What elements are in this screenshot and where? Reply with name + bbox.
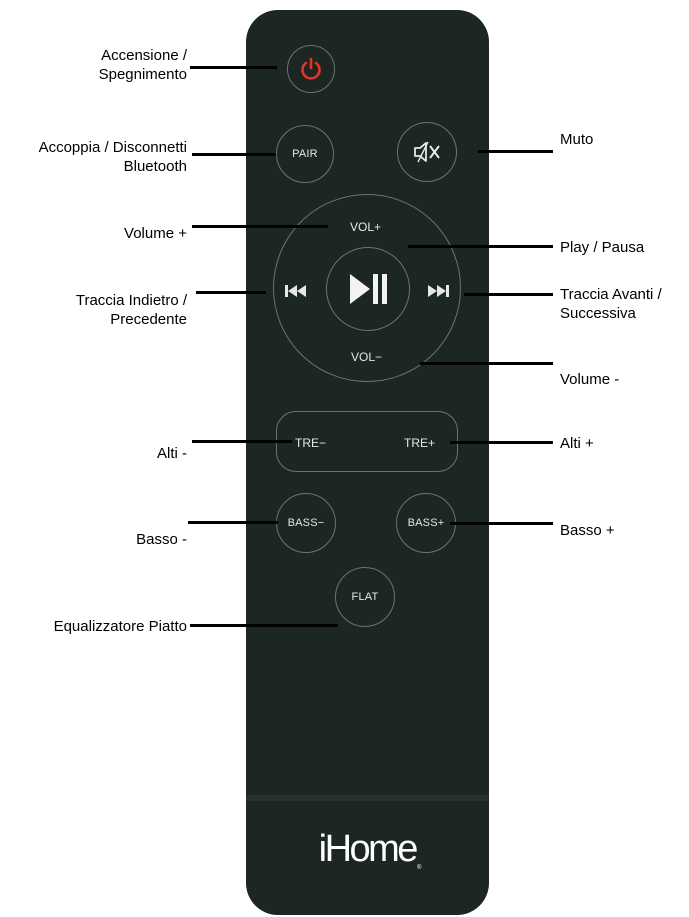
- bass-minus-label: BASS−: [287, 517, 325, 529]
- callout-pair: Accoppia / Disconnetti Bluetooth: [38, 139, 187, 175]
- callout-treble-plus: Alti +: [560, 435, 594, 452]
- vol-plus-button[interactable]: VOL+: [350, 220, 381, 234]
- leader-vol-minus: [420, 362, 553, 365]
- flat-label: FLAT: [351, 591, 379, 603]
- callout-vol-plus: Volume +: [124, 225, 187, 242]
- leader-treble-plus: [450, 441, 553, 444]
- next-track-button[interactable]: [424, 282, 452, 300]
- previous-track-button[interactable]: [282, 282, 310, 300]
- volume-track-ring: [273, 194, 461, 382]
- pair-label: PAIR: [292, 148, 318, 160]
- treble-minus-button[interactable]: TRE−: [295, 436, 326, 450]
- power-button[interactable]: [287, 45, 335, 93]
- treble-minus-label: TRE−: [295, 436, 327, 450]
- leader-treble-minus: [192, 440, 292, 443]
- callout-vol-minus: Volume -: [560, 371, 620, 388]
- bass-plus-button[interactable]: BASS+: [396, 493, 456, 553]
- treble-plus-button[interactable]: TRE+: [404, 436, 435, 450]
- leader-bass-minus: [188, 521, 278, 524]
- previous-track-icon: [285, 285, 306, 297]
- brand-name: iHome: [318, 828, 419, 870]
- leader-next-track: [464, 293, 553, 296]
- leader-prev-track: [196, 291, 266, 294]
- vol-minus-button[interactable]: VOL−: [351, 350, 382, 364]
- pair-button[interactable]: PAIR: [276, 125, 334, 183]
- leader-power: [190, 66, 277, 69]
- mute-icon: [414, 141, 440, 163]
- callout-power: Accensione / Spegnimento: [98, 47, 187, 83]
- play-pause-icon: [350, 274, 387, 304]
- bass-plus-label: BASS+: [407, 517, 445, 529]
- leader-vol-plus: [192, 225, 328, 228]
- callout-play-pause: Play / Pausa: [560, 239, 645, 256]
- treble-plus-label: TRE+: [404, 436, 436, 450]
- remote-divider: [246, 795, 489, 801]
- callout-bass-minus: Basso -: [136, 531, 187, 548]
- leader-pair: [192, 153, 276, 156]
- bass-minus-button[interactable]: BASS−: [276, 493, 336, 553]
- ihome-logo: iHome®: [300, 828, 440, 871]
- leader-flat-eq: [190, 624, 338, 627]
- play-pause-button[interactable]: [326, 247, 410, 331]
- callout-bass-plus: Basso +: [560, 522, 615, 539]
- next-track-icon: [428, 285, 449, 297]
- callout-treble-minus: Alti -: [157, 445, 187, 462]
- vol-minus-label: VOL−: [351, 350, 383, 364]
- callout-prev-track: Traccia Indietro / Precedente: [75, 292, 187, 328]
- mute-button[interactable]: [397, 122, 457, 182]
- leader-mute: [478, 150, 553, 153]
- flat-eq-button[interactable]: FLAT: [335, 567, 395, 627]
- vol-plus-label: VOL+: [350, 220, 382, 234]
- callout-mute: Muto: [560, 131, 594, 148]
- leader-play-pause: [408, 245, 553, 248]
- callout-next-track: Traccia Avanti / Successiva: [560, 286, 662, 322]
- brand-registered-mark: ®: [416, 865, 422, 871]
- callout-flat-eq: Equalizzatore Piatto: [53, 618, 187, 635]
- power-icon: [301, 57, 321, 80]
- leader-bass-plus: [450, 522, 553, 525]
